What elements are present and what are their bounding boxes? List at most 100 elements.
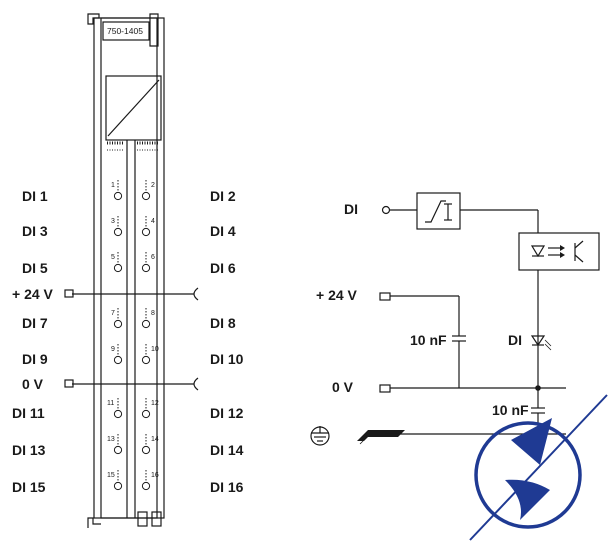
electronics-diagonal — [107, 79, 160, 137]
label-24v: + 24 V — [12, 286, 54, 302]
power-rails — [64, 287, 199, 391]
opto-transistor-emitter — [574, 254, 584, 263]
opto-arrow-1-head — [560, 245, 565, 251]
terminal-number-3: 3 — [111, 218, 115, 225]
rail-0v-terminal — [64, 379, 74, 388]
module-housing — [93, 17, 165, 519]
label-di13: DI 13 — [12, 442, 46, 458]
input-schematic: DI + 24 V 10 nF DI — [310, 192, 600, 446]
capacitor-1-label: 10 nF — [410, 332, 447, 348]
logo-slash — [469, 394, 608, 541]
terminal-number-14: 14 — [151, 436, 159, 443]
part-number-plate — [102, 21, 150, 41]
schematic-24v-label: + 24 V — [316, 287, 358, 303]
terminal-13: 13 — [107, 434, 123, 455]
schematic-24v-terminal — [379, 292, 391, 301]
rail-24v-terminal — [64, 289, 74, 298]
label-di3: DI 3 — [22, 223, 48, 239]
earth-symbol — [310, 426, 330, 446]
module-front — [100, 17, 158, 519]
terminal-contact-9 — [113, 355, 123, 365]
label-di1: DI 1 — [22, 188, 48, 204]
terminal-contact-8 — [141, 319, 151, 329]
right-labels: DI 2 DI 4 DI 6 DI 8 DI 10 DI 12 DI 14 DI… — [210, 188, 244, 495]
terminal-9: 9 — [111, 344, 123, 365]
label-di12: DI 12 — [210, 405, 244, 421]
label-0v: 0 V — [22, 376, 44, 392]
logo-shape-bottom — [505, 479, 550, 520]
watermark-logo — [469, 394, 608, 541]
input-terminal — [381, 205, 391, 215]
bottom-clip-2 — [151, 511, 162, 527]
terminal-7: 7 — [111, 308, 123, 329]
din-rail-icon — [357, 430, 405, 445]
terminal-12: 12 — [141, 398, 159, 419]
label-di11: DI 11 — [12, 405, 45, 421]
terminal-11: 11 — [107, 398, 123, 419]
bus-contacts — [107, 141, 158, 151]
terminal-3: 3 — [111, 216, 123, 237]
terminal-number-11: 11 — [107, 400, 114, 407]
label-di4: DI 4 — [210, 223, 236, 239]
terminal-contact-4 — [141, 227, 151, 237]
terminal-number-9: 9 — [111, 346, 115, 353]
label-di16: DI 16 — [210, 479, 244, 495]
filter-symbol — [425, 200, 446, 223]
label-di15: DI 15 — [12, 479, 46, 495]
terminal-6: 6 — [141, 252, 155, 273]
terminal-contact-3 — [113, 227, 123, 237]
terminal-contact-7 — [113, 319, 123, 329]
label-di7: DI 7 — [22, 315, 48, 331]
terminal-number-8: 8 — [151, 310, 155, 317]
status-led — [530, 335, 546, 347]
terminal-contact-11 — [113, 409, 123, 419]
terminal-contact-12 — [141, 409, 151, 419]
led-ray-2 — [544, 343, 552, 351]
terminal-number-16: 16 — [151, 472, 159, 479]
terminal-5: 5 — [111, 252, 123, 273]
terminal-15: 15 — [107, 470, 123, 491]
terminal-16: 16 — [141, 470, 159, 491]
terminal-contact-10 — [141, 355, 151, 365]
terminal-8: 8 — [141, 308, 155, 329]
led-ray-1 — [544, 339, 552, 347]
schematic-input-label: DI — [344, 201, 358, 217]
top-left-clip — [87, 13, 100, 25]
logo-ring — [474, 421, 582, 529]
electronics-block — [105, 75, 162, 141]
terminal-contact-15 — [113, 481, 123, 491]
bottom-clip-1 — [137, 511, 148, 527]
schematic-0v-label: 0 V — [332, 379, 354, 395]
schematic-0v-terminal — [379, 384, 391, 393]
terminal-number-1: 1 — [111, 182, 115, 189]
terminal-contact-16 — [141, 481, 151, 491]
label-di8: DI 8 — [210, 315, 236, 331]
label-di2: DI 2 — [210, 188, 236, 204]
terminal-number-12: 12 — [151, 400, 159, 407]
terminal-14: 14 — [141, 434, 159, 455]
terminal-number-10: 10 — [151, 346, 159, 353]
terminal-number-6: 6 — [151, 254, 155, 261]
opto-transistor-collector — [574, 240, 584, 249]
bottom-left-clip — [87, 517, 101, 528]
terminal-contact-13 — [113, 445, 123, 455]
label-di14: DI 14 — [210, 442, 244, 458]
optocoupler — [518, 232, 600, 271]
terminal-1: 1 — [111, 180, 123, 201]
io-module: 750-1405 — [87, 13, 165, 528]
terminal-contact-6 — [141, 263, 151, 273]
filter-block — [416, 192, 461, 230]
label-di5: DI 5 — [22, 260, 48, 276]
rail-0v-contact — [193, 377, 199, 391]
left-labels: DI 1 DI 3 DI 5 + 24 V DI 7 DI 9 0 V DI 1… — [12, 188, 54, 495]
terminal-number-13: 13 — [107, 436, 115, 443]
top-right-clip — [149, 13, 159, 47]
part-number: 750-1405 — [107, 26, 143, 36]
terminal-number-15: 15 — [107, 472, 115, 479]
terminal-number-2: 2 — [151, 182, 155, 189]
terminal-number-4: 4 — [151, 218, 155, 225]
terminal-contact-2 — [141, 191, 151, 201]
terminal-number-5: 5 — [111, 254, 115, 261]
